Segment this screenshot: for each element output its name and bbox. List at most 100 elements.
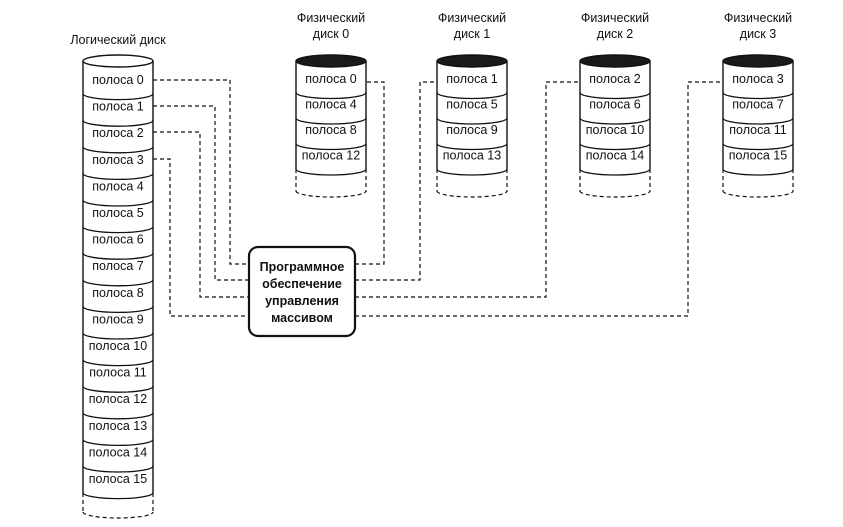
physical-disk-3-title-1: Физический (724, 11, 792, 25)
physical-disk-0-bottom (295, 190, 367, 198)
connector-logical-0 (153, 79, 249, 265)
connectors (153, 79, 722, 317)
logical-stripe-divider (82, 412, 154, 420)
physical-stripe-divider (579, 168, 651, 176)
physical-stripe-label: полоса 12 (302, 149, 360, 163)
array-software-line-1: Программное (260, 260, 345, 274)
logical-stripe-divider (82, 119, 154, 127)
logical-stripe-label: полоса 0 (92, 73, 144, 87)
physical-disk-3-top (722, 54, 794, 68)
physical-disk-3-title-2: диск 3 (740, 27, 776, 41)
physical-stripe-divider (579, 92, 651, 100)
physical-stripe-divider (722, 168, 794, 176)
physical-disk-1-title-2: диск 1 (454, 27, 490, 41)
physical-stripe-label: полоса 14 (586, 149, 644, 163)
physical-stripe-divider (436, 143, 508, 151)
logical-stripe-divider (82, 359, 154, 367)
physical-disk-1: Физический диск 1 полоса 1 полоса 5 полоса 9… (436, 11, 508, 198)
logical-stripe-divider (82, 199, 154, 207)
logical-stripe-label: полоса 13 (89, 419, 147, 433)
logical-stripe-label: полоса 1 (92, 100, 144, 114)
logical-stripe-label: полоса 3 (92, 153, 144, 167)
logical-stripe-label: полоса 11 (89, 366, 147, 380)
physical-stripe-label: полоса 13 (443, 149, 501, 163)
logical-disk-title: Логический диск (70, 33, 166, 47)
physical-disk-2: Физический диск 2 полоса 2 полоса 6 полоса 1… (579, 11, 651, 198)
logical-disk-top (82, 54, 154, 68)
logical-stripe-label: полоса 14 (89, 445, 147, 459)
logical-disk: Логический диск полоса 0 полоса 1 полоса 2… (70, 33, 166, 519)
physical-disk-1-title-1: Физический (438, 11, 506, 25)
physical-stripe-label: полоса 6 (589, 98, 641, 112)
connector-logical-1 (153, 105, 249, 281)
physical-stripe-divider (295, 143, 367, 151)
physical-stripe-divider (295, 92, 367, 100)
logical-stripe-label: полоса 8 (92, 286, 144, 300)
physical-stripe-label: полоса 1 (446, 72, 498, 86)
logical-stripe-label: полоса 12 (89, 392, 147, 406)
physical-stripe-label: полоса 2 (589, 72, 641, 86)
physical-stripe-label: полоса 8 (305, 123, 357, 137)
physical-disk-2-bottom (579, 190, 651, 198)
logical-stripe-divider (82, 332, 154, 340)
physical-disk-1-top (436, 54, 508, 68)
logical-stripe-label: полоса 5 (92, 206, 144, 220)
logical-stripe-divider (82, 306, 154, 314)
physical-stripe-divider (436, 168, 508, 176)
connector-physical-2 (355, 81, 580, 298)
physical-disk-0-title-1: Физический (297, 11, 365, 25)
physical-disk-3-bottom (722, 190, 794, 198)
logical-stripe-label: полоса 9 (92, 312, 144, 326)
physical-stripe-divider (295, 168, 367, 176)
physical-disk-2-title-1: Физический (581, 11, 649, 25)
logical-stripe-divider (82, 252, 154, 260)
array-software-box: Программное обеспечение управления масси… (247, 245, 357, 338)
physical-disk-0-title-2: диск 0 (313, 27, 349, 41)
logical-stripe-label: полоса 2 (92, 126, 144, 140)
connector-physical-1 (355, 81, 437, 281)
connector-logical-3 (153, 158, 249, 317)
logical-stripe-divider (82, 279, 154, 287)
logical-stripe-label: полоса 4 (92, 179, 144, 193)
logical-stripe-divider (82, 146, 154, 154)
connector-physical-3 (355, 81, 722, 317)
physical-stripe-divider (722, 117, 794, 125)
array-software-line-3: управления (265, 294, 339, 308)
physical-disk-1-bottom (436, 190, 508, 198)
logical-stripe-label: полоса 10 (89, 339, 147, 353)
logical-stripe-divider (82, 226, 154, 234)
logical-stripe-label: полоса 15 (89, 472, 147, 486)
connector-physical-0 (355, 81, 385, 265)
connector-logical-2 (153, 131, 249, 298)
physical-stripe-label: полоса 7 (732, 98, 784, 112)
physical-disk-0: Физический диск 0 полоса 0 полоса 4 полоса 8… (295, 11, 367, 198)
physical-stripe-divider (722, 92, 794, 100)
array-software-line-2: обеспечение (262, 277, 342, 291)
physical-stripe-label: полоса 15 (729, 149, 787, 163)
logical-stripe-divider (82, 465, 154, 473)
array-software-frame (247, 245, 357, 338)
array-software-line-4: массивом (271, 311, 333, 325)
logical-stripe-divider (82, 173, 154, 181)
physical-stripe-label: полоса 11 (729, 123, 787, 137)
logical-stripe-divider (82, 439, 154, 447)
physical-disks: Физический диск 0 полоса 0 полоса 4 полоса 8… (295, 11, 794, 198)
logical-stripe-divider (82, 385, 154, 393)
physical-stripe-label: полоса 9 (446, 123, 498, 137)
physical-disk-3: Физический диск 3 полоса 3 полоса 7 полоса 1… (722, 11, 794, 198)
physical-stripe-divider (579, 117, 651, 125)
physical-disk-2-title-2: диск 2 (597, 27, 633, 41)
physical-stripe-label: полоса 10 (586, 123, 644, 137)
physical-stripe-label: полоса 3 (732, 72, 784, 86)
physical-stripe-divider (436, 92, 508, 100)
logical-stripe-label: полоса 6 (92, 233, 144, 247)
physical-stripe-label: полоса 5 (446, 98, 498, 112)
physical-disk-0-top (295, 54, 367, 68)
physical-stripe-divider (579, 143, 651, 151)
logical-stripe-divider (82, 93, 154, 101)
physical-disk-2-top (579, 54, 651, 68)
physical-stripe-divider (295, 117, 367, 125)
physical-stripe-label: полоса 4 (305, 98, 357, 112)
physical-stripe-label: полоса 0 (305, 72, 357, 86)
